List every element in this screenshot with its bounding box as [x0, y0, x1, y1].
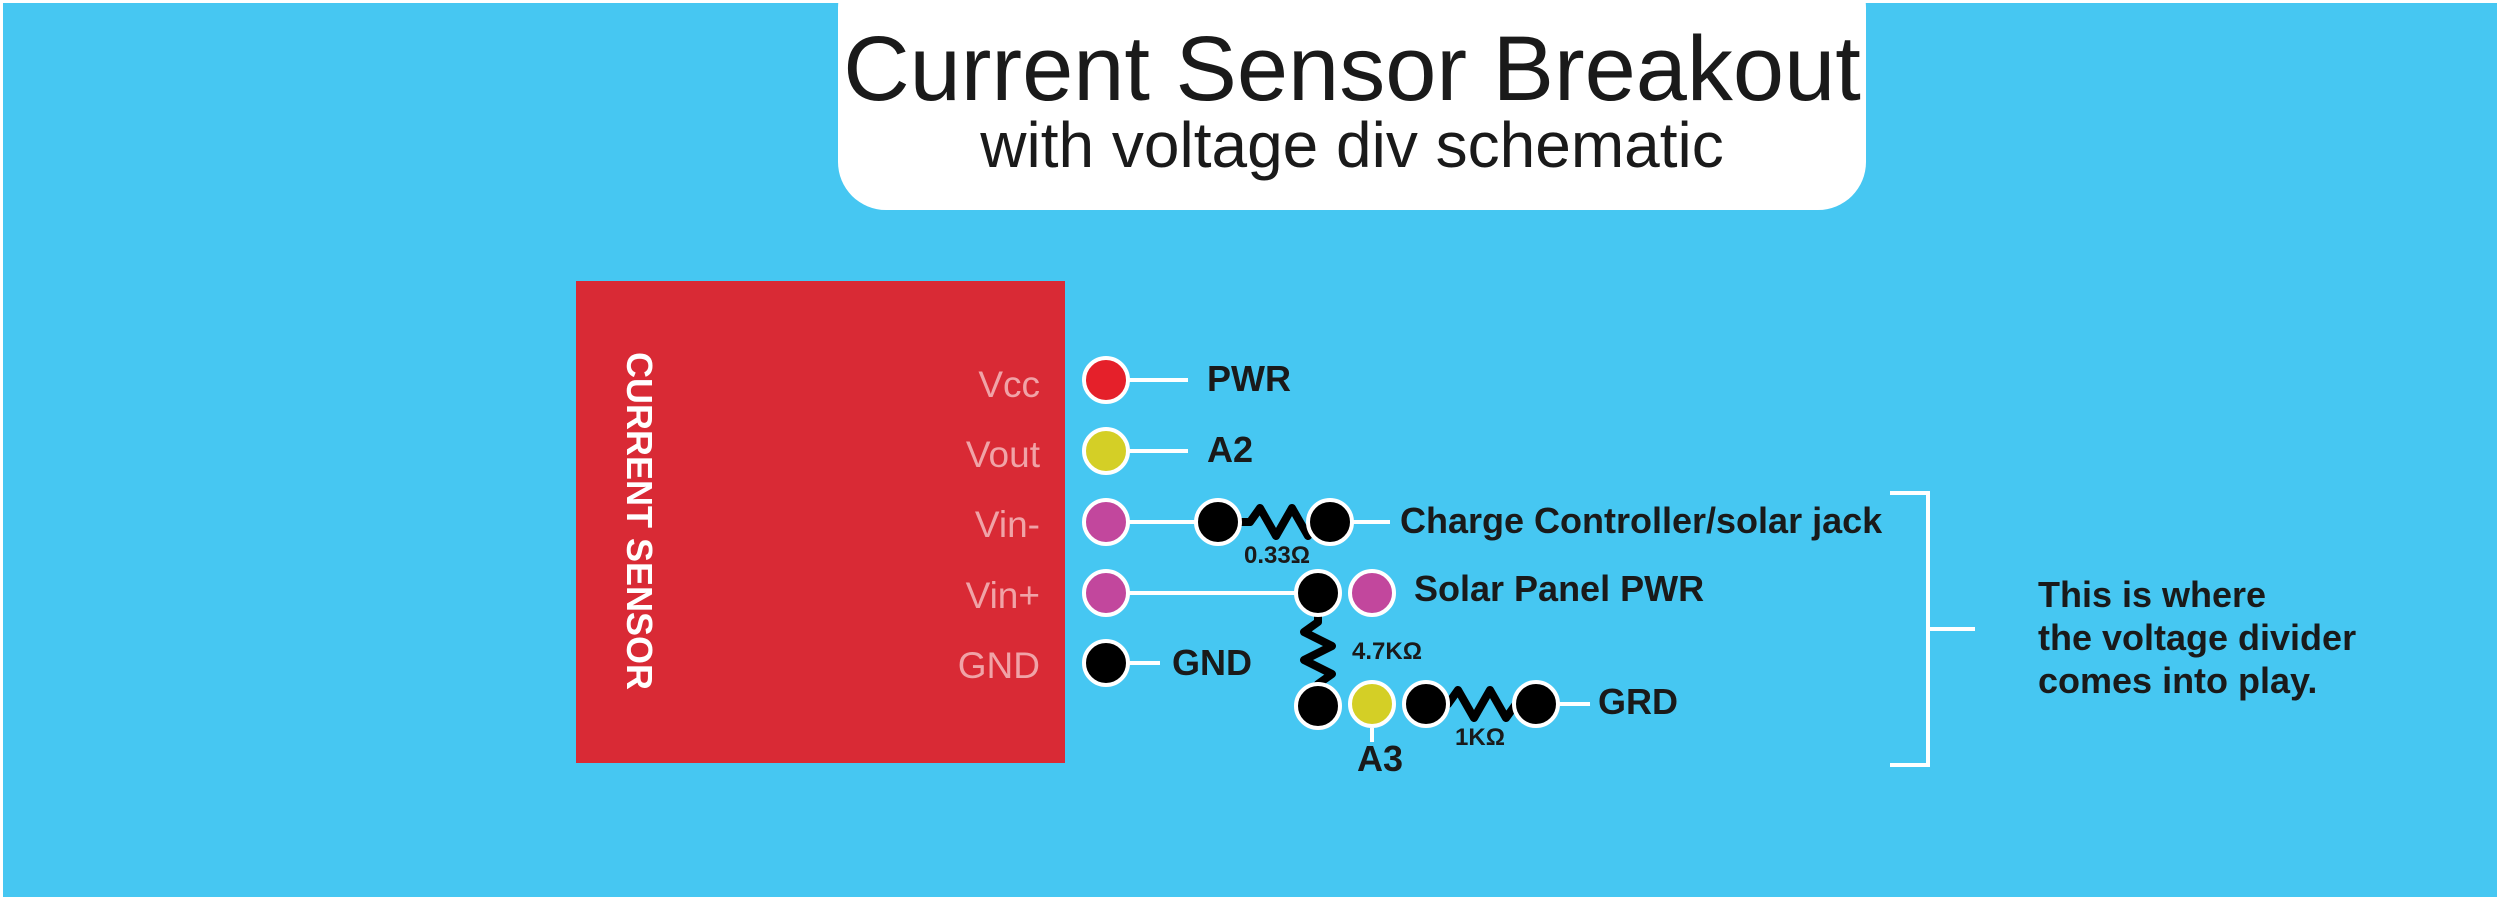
note-line-3: comes into play. [2038, 660, 2317, 701]
solar-panel-node [1348, 569, 1396, 617]
resistor-r1-node-right [1306, 498, 1354, 546]
resistor-r2: 4.7KΩ [1294, 569, 1422, 730]
pin-node-vout [1082, 427, 1130, 475]
note-line-1: This is where [2038, 574, 2266, 615]
resistor-r3-node-right [1512, 680, 1560, 728]
a3-node [1348, 680, 1396, 728]
pin-node-vcc [1082, 356, 1130, 404]
resistor-r2-label: 4.7KΩ [1352, 638, 1422, 665]
resistor-r3-label: 1KΩ [1455, 724, 1505, 751]
pin-label-vout: Vout [966, 434, 1041, 475]
label-grd: GRD [1598, 681, 1678, 722]
resistor-r3-node-left [1402, 680, 1450, 728]
resistor-r3: 1KΩ [1402, 680, 1560, 751]
pin-label-vin-minus: Vin- [975, 504, 1040, 545]
resistor-r2-node-bottom [1294, 682, 1342, 730]
sensor-label: CURRENT SENSOR [619, 352, 660, 690]
side-note: This is where the voltage divider comes … [2038, 574, 2356, 701]
pin-label-gnd: GND [958, 645, 1040, 686]
pin-nodes [1082, 356, 1130, 687]
pin-node-vin-minus [1082, 498, 1130, 546]
resistor-r1-node-left [1194, 498, 1242, 546]
label-a3: A3 [1357, 738, 1403, 779]
resistor-r2-node-top [1294, 569, 1342, 617]
label-charge-controller: Charge Controller/solar jack [1400, 500, 1883, 541]
label-a2: A2 [1207, 429, 1253, 470]
sensor-box: CURRENT SENSOR Vcc Vout Vin- Vin+ GND [576, 281, 1065, 763]
wires [1128, 378, 1975, 767]
label-solar-panel-pwr: Solar Panel PWR [1414, 568, 1704, 609]
pin-label-vin-plus: Vin+ [966, 575, 1040, 616]
resistor-r1-label: 0.33Ω [1244, 542, 1310, 569]
title-main: Current Sensor Breakout [843, 18, 1861, 120]
note-line-2: the voltage divider [2038, 617, 2356, 658]
title-sub: with voltage div schematic [979, 109, 1723, 181]
label-gnd: GND [1172, 642, 1252, 683]
bracket [1890, 491, 1975, 767]
resistor-r1: 0.33Ω [1194, 498, 1354, 569]
pin-node-vin-plus [1082, 569, 1130, 617]
label-pwr: PWR [1207, 358, 1291, 399]
pin-node-gnd [1082, 639, 1130, 687]
title-box: Current Sensor Breakout with voltage div… [838, 0, 1866, 210]
pin-label-vcc: Vcc [978, 364, 1040, 405]
connection-labels: PWR A2 Charge Controller/solar jack Sola… [1172, 358, 1883, 779]
